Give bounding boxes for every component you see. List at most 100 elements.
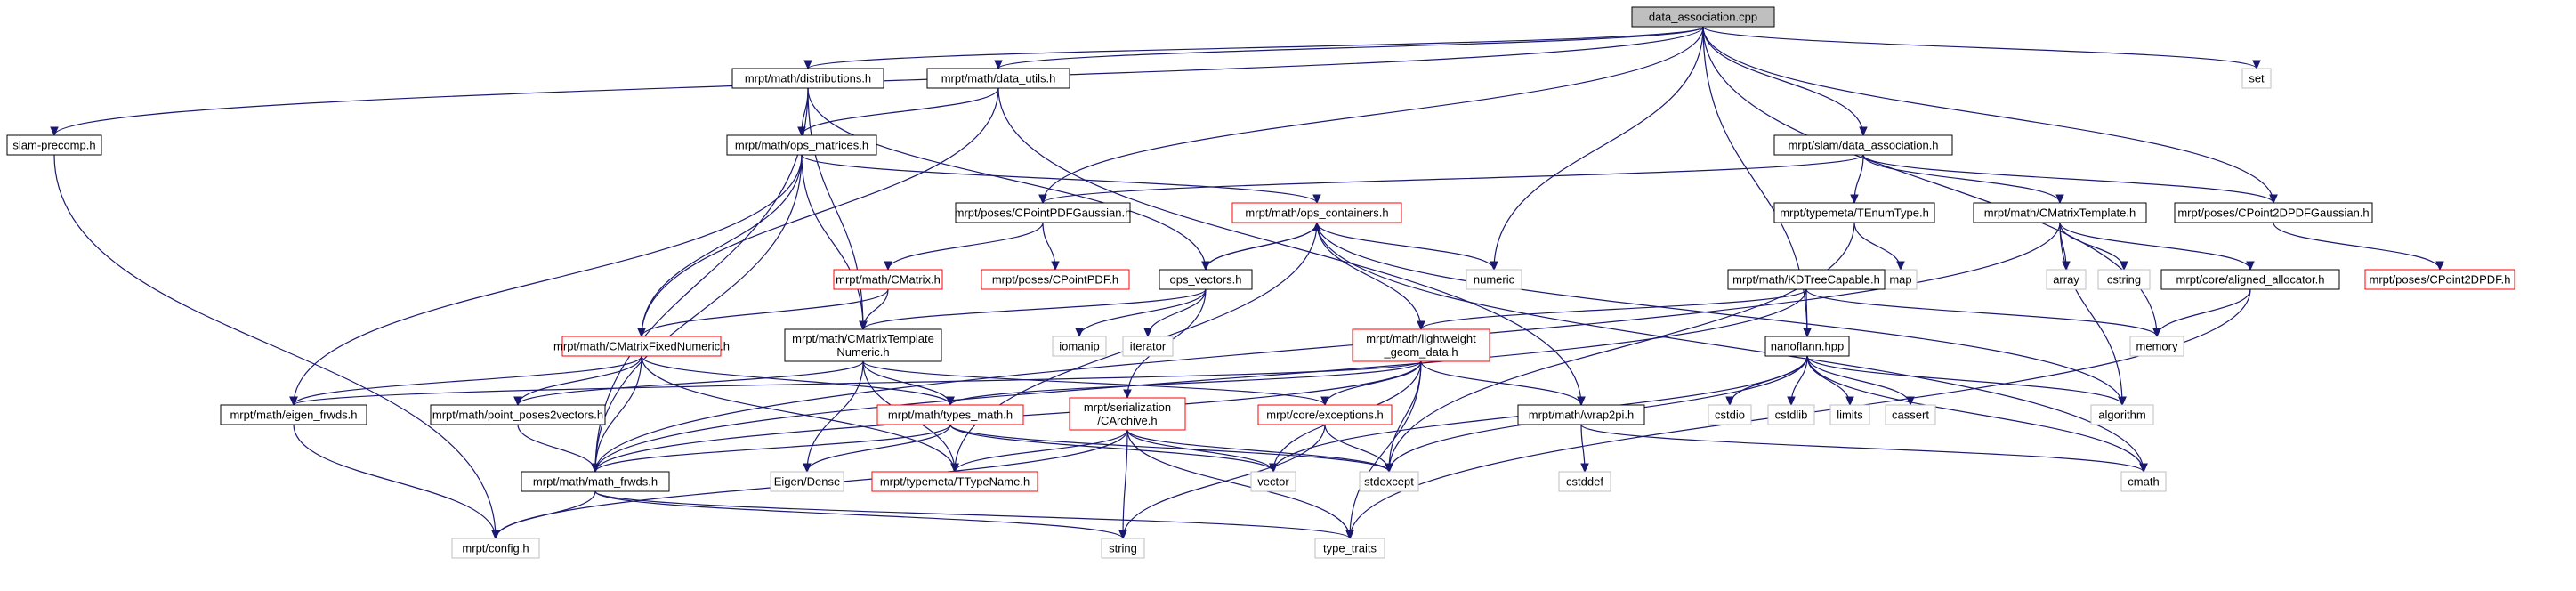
node-label: mrpt/math/CMatrix.h	[836, 273, 941, 287]
node-label: mrpt/math/ops_containers.h	[1245, 206, 1388, 220]
node-stdexcept: stdexcept	[1359, 471, 1419, 492]
node-algorithm: algorithm	[2090, 404, 2154, 425]
node-cpointpdfgauss[interactable]: mrpt/poses/CPointPDFGaussian.h	[955, 202, 1132, 223]
node-memory: memory	[2129, 336, 2184, 357]
node-limits: limits	[1829, 404, 1870, 425]
node-slam-da[interactable]: mrpt/slam/data_association.h	[1773, 134, 1953, 156]
node-distributions[interactable]: mrpt/math/distributions.h	[731, 68, 884, 89]
node-label: mrpt/poses/CPointPDF.h	[992, 273, 1118, 287]
node-carchive[interactable]: mrpt/serialization/CArchive.h	[1069, 397, 1186, 431]
edge-eigen_frwds-config	[293, 424, 500, 540]
edge-ops_vectors-iterator	[1143, 288, 1207, 338]
node-tenumtype[interactable]: mrpt/typemeta/TEnumType.h	[1773, 202, 1935, 223]
node-label: map	[1889, 273, 1911, 287]
edge-aligned_alloc-memory	[2152, 288, 2251, 338]
edge-distributions-cmtn	[807, 87, 868, 331]
node-label: mrpt/math/math_frwds.h	[533, 475, 658, 489]
node-string: string	[1101, 538, 1145, 559]
node-label: mrpt/math/ops_matrices.h	[735, 139, 868, 152]
edge-math_frwds-config	[491, 490, 596, 540]
edge-math_frwds-string	[594, 490, 1127, 540]
node-label: ops_vectors.h	[1170, 273, 1242, 287]
edge-ops_matrices-ops_containers	[801, 154, 1321, 205]
node-label: mrpt/math/lightweight	[1366, 332, 1476, 345]
node-exceptions[interactable]: mrpt/core/exceptions.h	[1257, 404, 1393, 425]
node-cstddef: cstddef	[1558, 471, 1611, 492]
edge-nanoflann-algorithm	[1806, 355, 2127, 407]
node-kdtree[interactable]: mrpt/math/KDTreeCapable.h	[1727, 269, 1886, 290]
edge-slam_da-cpointpdfgauss	[1038, 154, 1864, 205]
edge-cpoint2dpdfgauss-cpoint2dpdf	[2273, 222, 2444, 271]
node-cpointpdf[interactable]: mrpt/poses/CPointPDF.h	[981, 269, 1130, 290]
node-lightweight[interactable]: mrpt/math/lightweight_geom_data.h	[1352, 328, 1490, 362]
node-label: mrpt/math/eigen_frwds.h	[230, 409, 357, 422]
node-label: Eigen/Dense	[774, 475, 840, 489]
edge-slam_da-cpoint2dpdfgauss	[1862, 154, 2278, 205]
edge-root-data_utils	[994, 26, 1704, 70]
node-cmatrixtemplate[interactable]: mrpt/math/CMatrixTemplate.h	[1973, 202, 2147, 223]
node-label: numeric	[1474, 273, 1515, 287]
edge-carchive-ttypename	[950, 429, 1128, 474]
edge-ops_matrices-cmatrixfixed	[637, 154, 803, 338]
edge-data_utils-cmatrixfixed	[637, 87, 999, 338]
node-label: mrpt/math/point_poses2vectors.h	[432, 409, 603, 422]
node-array: array	[2046, 269, 2087, 290]
node-label: mrpt/math/CMatrixTemplate	[792, 332, 934, 345]
node-nanoflann[interactable]: nanoflann.hpp	[1764, 336, 1850, 357]
node-set: set	[2241, 68, 2272, 89]
node-label: string	[1109, 542, 1137, 555]
node-label: mrpt/serialization	[1084, 401, 1171, 414]
node-label: /CArchive.h	[1097, 414, 1157, 427]
node-label: mrpt/math/distributions.h	[745, 72, 871, 85]
node-label: mrpt/core/exceptions.h	[1266, 409, 1384, 422]
node-type-traits: type_traits	[1314, 538, 1385, 559]
node-label: iomanip	[1059, 340, 1100, 353]
node-label: limits	[1837, 409, 1863, 422]
edge-nanoflann-cstdlib	[1787, 355, 1808, 407]
edge-nanoflann-limits	[1806, 355, 1854, 407]
edge-cpointpdfgauss-cpointpdf	[1042, 222, 1060, 271]
node-root[interactable]: data_association.cpp	[1631, 6, 1775, 28]
edge-ops_matrices-math_frwds	[591, 154, 803, 474]
node-cmath: cmath	[2120, 471, 2167, 492]
node-ops-matrices[interactable]: mrpt/math/ops_matrices.h	[726, 134, 877, 156]
node-label: mrpt/slam/data_association.h	[1788, 139, 1938, 152]
node-wrap2pi[interactable]: mrpt/math/wrap2pi.h	[1517, 404, 1645, 425]
edge-root-cpointpdfgauss	[1038, 26, 1704, 205]
node-label: mrpt/typemeta/TEnumType.h	[1780, 206, 1929, 220]
node-cstdio: cstdio	[1708, 404, 1752, 425]
node-types-math[interactable]: mrpt/math/types_math.h	[876, 404, 1024, 425]
node-cpoint2dpdf[interactable]: mrpt/poses/CPoint2DPDF.h	[2364, 269, 2515, 290]
node-label: mrpt/config.h	[462, 542, 529, 555]
edge-root-numeric	[1490, 26, 1704, 271]
edge-root-distributions	[803, 26, 1704, 70]
node-eigen-frwds[interactable]: mrpt/math/eigen_frwds.h	[220, 404, 367, 425]
edge-data_utils-ops_matrices	[797, 87, 999, 137]
node-point-poses[interactable]: mrpt/math/point_poses2vectors.h	[430, 404, 606, 425]
edge-types_math-eigen_dense	[803, 424, 951, 474]
edge-cmtn-point_poses	[513, 360, 864, 407]
node-numeric: numeric	[1466, 269, 1522, 290]
edge-slam_da-cmatrixtemplate	[1862, 154, 2064, 205]
node-math-frwds[interactable]: mrpt/math/math_frwds.h	[521, 471, 670, 492]
node-cmatrix[interactable]: mrpt/math/CMatrix.h	[833, 269, 943, 290]
node-label: algorithm	[2098, 409, 2145, 422]
edge-exceptions-stdexcept	[1324, 424, 1393, 474]
node-cstring: cstring	[2097, 269, 2151, 290]
node-label: Numeric.h	[836, 345, 889, 359]
edge-kdtree-memory	[1805, 288, 2161, 338]
node-label: mrpt/core/aligned_allocator.h	[2176, 273, 2325, 287]
node-ops-containers[interactable]: mrpt/math/ops_containers.h	[1231, 202, 1402, 223]
node-cmatrixfixed[interactable]: mrpt/math/CMatrixFixedNumeric.h	[553, 336, 730, 357]
edge-ops_vectors-cmtn	[859, 288, 1207, 331]
node-cpoint2dpdfgauss[interactable]: mrpt/poses/CPoint2DPDFGaussian.h	[2174, 202, 2373, 223]
edge-cmatrixtemplate-cstring	[2059, 222, 2128, 271]
node-slam-precomp[interactable]: slam-precomp.h	[6, 134, 102, 156]
node-ops-vectors[interactable]: ops_vectors.h	[1159, 269, 1253, 290]
node-data-utils[interactable]: mrpt/math/data_utils.h	[926, 68, 1070, 89]
node-vector: vector	[1250, 471, 1296, 492]
node-aligned-alloc[interactable]: mrpt/core/aligned_allocator.h	[2160, 269, 2340, 290]
node-ttypename[interactable]: mrpt/typemeta/TTypeName.h	[871, 471, 1038, 492]
